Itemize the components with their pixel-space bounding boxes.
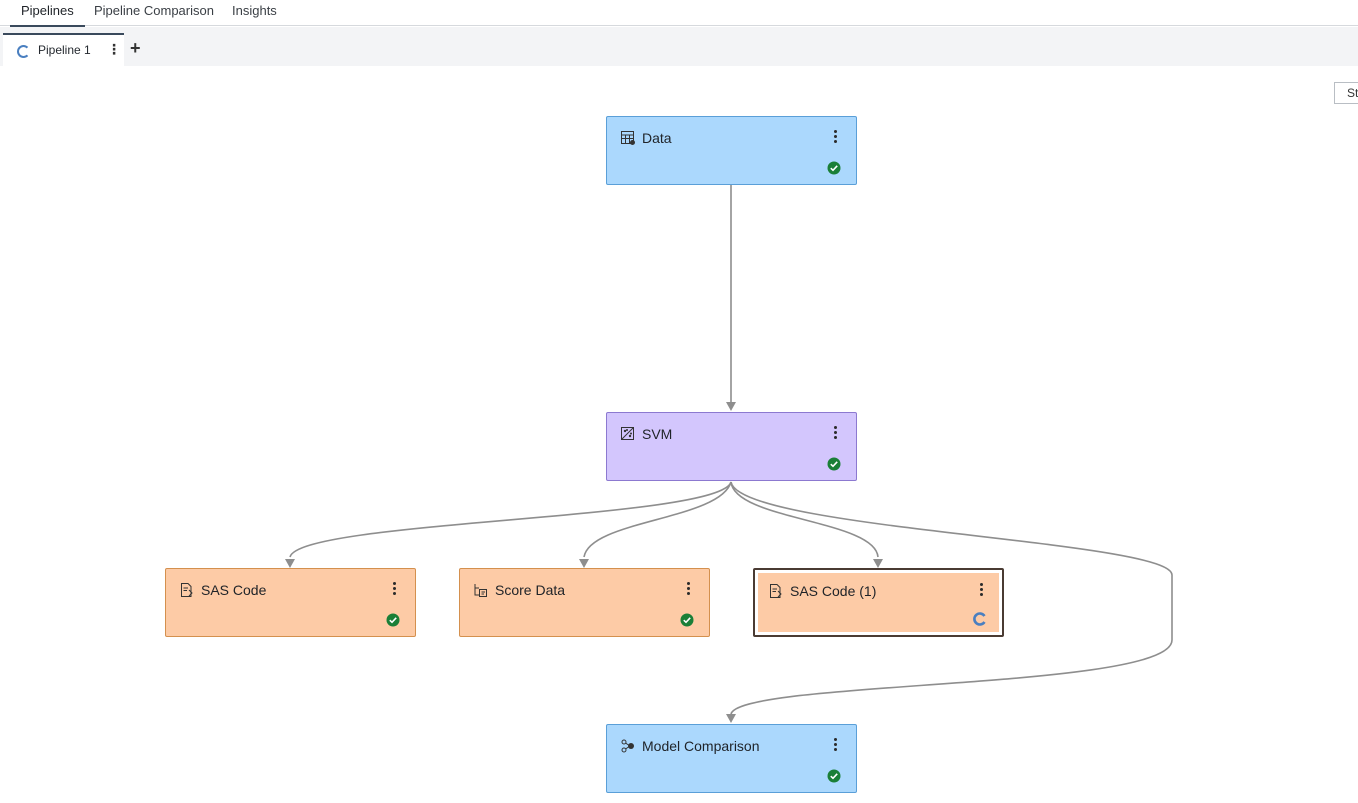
node-menu-icon[interactable] — [834, 426, 838, 440]
edge-svm-sascode1 — [730, 481, 879, 558]
completed-check-icon — [386, 613, 400, 627]
completed-check-icon — [827, 769, 841, 783]
node-sas-code[interactable]: SAS Code — [165, 568, 416, 637]
running-spinner-icon — [973, 612, 986, 626]
completed-check-icon — [827, 161, 841, 175]
arrowhead-modelcomparison — [726, 714, 736, 723]
arrowhead-svm — [726, 402, 736, 411]
edge-svm-scoredata — [583, 481, 732, 558]
node-title: SAS Code — [201, 582, 267, 598]
node-title: Score Data — [495, 582, 566, 598]
running-spinner-icon — [17, 45, 30, 58]
node-menu-icon[interactable] — [980, 583, 984, 597]
node-data[interactable]: Data — [606, 116, 857, 185]
pipeline-tab-strip: Pipeline 1 ⋮ + — [0, 27, 1358, 66]
top-navigation: Pipelines Pipeline Comparison Insights — [0, 0, 1358, 27]
data-table-icon — [621, 131, 635, 145]
tab-pipelines[interactable]: Pipelines — [10, 0, 85, 27]
completed-check-icon — [827, 457, 841, 471]
code-file-icon — [770, 584, 782, 598]
arrowhead-sascode — [285, 559, 295, 568]
node-title: SVM — [642, 426, 673, 442]
node-model-comparison[interactable]: Model Comparison — [606, 724, 857, 793]
arrowhead-sascode1 — [873, 559, 883, 568]
pipeline-tab-label: Pipeline 1 — [38, 43, 91, 57]
node-title: SAS Code (1) — [790, 583, 877, 599]
tab-insights[interactable]: Insights — [232, 3, 277, 18]
edge-svm-sascode — [289, 481, 732, 558]
pipeline-canvas[interactable] — [0, 66, 1358, 803]
node-menu-icon[interactable] — [687, 582, 691, 596]
pipeline-edges — [285, 185, 1173, 723]
edge-svm-modelcomparison — [730, 481, 1173, 715]
code-file-icon — [181, 583, 193, 597]
node-sas-code-1[interactable]: SAS Code (1) — [753, 568, 1004, 637]
score-data-icon — [474, 584, 487, 597]
completed-check-icon — [680, 613, 694, 627]
node-score-data[interactable]: Score Data — [459, 568, 710, 637]
svm-model-icon — [621, 427, 634, 440]
tab-pipeline-comparison[interactable]: Pipeline Comparison — [94, 3, 214, 18]
pipeline-tab-menu-icon[interactable]: ⋮ — [107, 41, 121, 57]
arrowhead-scoredata — [579, 559, 589, 568]
node-menu-icon[interactable] — [834, 130, 838, 144]
pipeline-tab[interactable]: Pipeline 1 ⋮ — [3, 33, 124, 66]
node-svm[interactable]: SVM — [606, 412, 857, 481]
add-pipeline-icon[interactable]: + — [130, 38, 141, 58]
model-comparison-icon — [621, 739, 634, 753]
node-menu-icon[interactable] — [393, 582, 397, 596]
node-menu-icon[interactable] — [834, 738, 838, 752]
partial-toolbar-button[interactable]: St — [1334, 82, 1358, 104]
node-title: Model Comparison — [642, 738, 760, 754]
node-title: Data — [642, 130, 672, 146]
